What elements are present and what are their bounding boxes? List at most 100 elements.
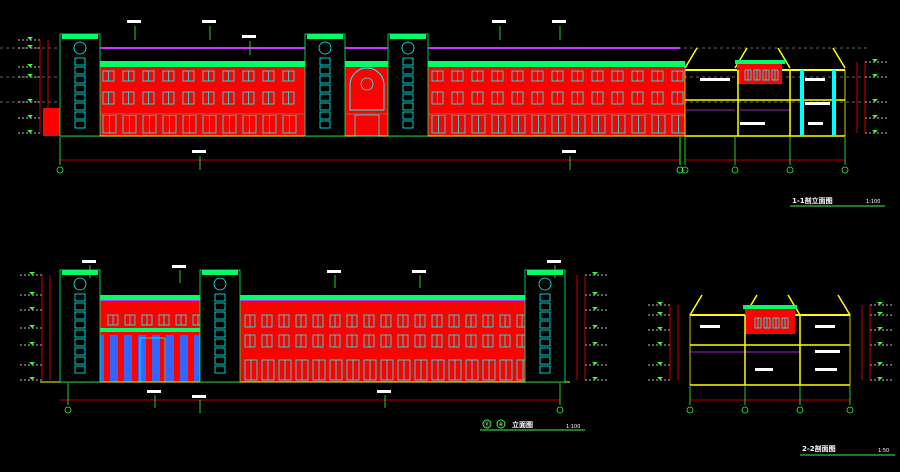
roof-truss bbox=[684, 47, 698, 69]
annotation-text bbox=[192, 150, 206, 153]
facade-wall bbox=[60, 300, 560, 382]
level-marker bbox=[872, 74, 878, 77]
facade-wall bbox=[60, 66, 685, 136]
tower-window bbox=[402, 111, 414, 120]
tower-window bbox=[402, 66, 414, 75]
entrance-column bbox=[152, 335, 160, 381]
tower-window bbox=[74, 293, 86, 302]
tower-rose-window bbox=[538, 277, 552, 291]
axis-bubble bbox=[56, 166, 64, 174]
level-marker bbox=[592, 362, 598, 365]
level-marker bbox=[27, 45, 33, 48]
elevation-title: 立面图 bbox=[512, 420, 533, 429]
axis-bubble bbox=[686, 406, 694, 414]
level-marker bbox=[877, 312, 883, 315]
entrance-column bbox=[138, 335, 146, 381]
axis-bubble bbox=[676, 166, 684, 174]
level-marker bbox=[872, 99, 878, 102]
annotation-text bbox=[192, 395, 206, 398]
tower-window bbox=[402, 84, 414, 93]
section-1-scale: 1:100 bbox=[866, 199, 880, 205]
level-marker bbox=[657, 377, 663, 380]
axis-bubble bbox=[496, 419, 506, 429]
tower bbox=[59, 269, 101, 383]
tower bbox=[524, 269, 566, 383]
tower-window bbox=[74, 356, 86, 365]
tower-window bbox=[214, 302, 226, 311]
tower-window bbox=[74, 84, 86, 93]
tower-cap bbox=[62, 34, 98, 39]
cornice bbox=[240, 295, 525, 300]
level-marker bbox=[29, 362, 35, 365]
axis-start-label: ⑪ bbox=[484, 421, 489, 428]
tower-window bbox=[74, 66, 86, 75]
axis-bubble bbox=[64, 406, 72, 414]
section-column bbox=[800, 70, 804, 136]
roof-truss bbox=[777, 47, 791, 69]
tower bbox=[199, 269, 241, 383]
tower-window bbox=[539, 329, 551, 338]
annotation-text bbox=[492, 20, 506, 23]
tower-window bbox=[214, 311, 226, 320]
level-marker bbox=[29, 377, 35, 380]
level-marker bbox=[592, 292, 598, 295]
level-marker bbox=[877, 302, 883, 305]
tower-rose-window bbox=[73, 277, 87, 291]
elevation-scale: 1:100 bbox=[566, 424, 580, 430]
tower-window bbox=[214, 347, 226, 356]
tower-cap bbox=[527, 270, 563, 275]
tower-rose-window bbox=[73, 41, 87, 55]
axis-bubble bbox=[796, 406, 804, 414]
level-marker bbox=[29, 292, 35, 295]
section-1-title: 1-1剖立面图 bbox=[792, 196, 833, 205]
entrance-column bbox=[166, 335, 174, 381]
axis-bubble bbox=[786, 166, 794, 174]
room-label bbox=[815, 368, 837, 371]
tower-window bbox=[539, 311, 551, 320]
level-marker bbox=[657, 302, 663, 305]
elevation-front bbox=[20, 260, 607, 414]
entrance-column bbox=[194, 335, 202, 381]
tower-window bbox=[214, 329, 226, 338]
tower-window bbox=[539, 356, 551, 365]
tower-window bbox=[539, 320, 551, 329]
level-marker bbox=[592, 342, 598, 345]
elevation-1-1 bbox=[0, 20, 870, 174]
level-marker bbox=[657, 312, 663, 315]
tower-rose-window bbox=[401, 41, 415, 55]
tower-window bbox=[214, 293, 226, 302]
annotation-text bbox=[147, 390, 161, 393]
tower-cap bbox=[62, 270, 98, 275]
rose-window bbox=[360, 77, 374, 91]
annotation-text bbox=[202, 20, 216, 23]
level-marker bbox=[877, 377, 883, 380]
axis-bubble bbox=[731, 166, 739, 174]
arched-window bbox=[349, 67, 385, 111]
tower-window bbox=[214, 338, 226, 347]
axis-bubble bbox=[482, 419, 492, 429]
tower-window bbox=[402, 75, 414, 84]
level-marker bbox=[877, 342, 883, 345]
tower-window bbox=[214, 320, 226, 329]
level-marker bbox=[27, 130, 33, 133]
roof-truss bbox=[837, 294, 851, 316]
room-label bbox=[740, 122, 765, 125]
annotation-text bbox=[412, 270, 426, 273]
roof-truss bbox=[689, 294, 703, 316]
string-course bbox=[60, 113, 685, 115]
tower-window bbox=[539, 347, 551, 356]
room-label bbox=[755, 368, 773, 371]
cornice bbox=[100, 295, 200, 300]
tower-window bbox=[539, 365, 551, 374]
section-1-1 bbox=[676, 47, 887, 174]
axis-end-label: ④ bbox=[499, 422, 504, 428]
tower-window bbox=[214, 356, 226, 365]
room-label bbox=[700, 78, 730, 81]
level-marker bbox=[29, 342, 35, 345]
tower-window bbox=[74, 93, 86, 102]
tower-window bbox=[74, 75, 86, 84]
tower-window bbox=[74, 111, 86, 120]
tower-window bbox=[402, 102, 414, 111]
annotation-text bbox=[562, 150, 576, 153]
